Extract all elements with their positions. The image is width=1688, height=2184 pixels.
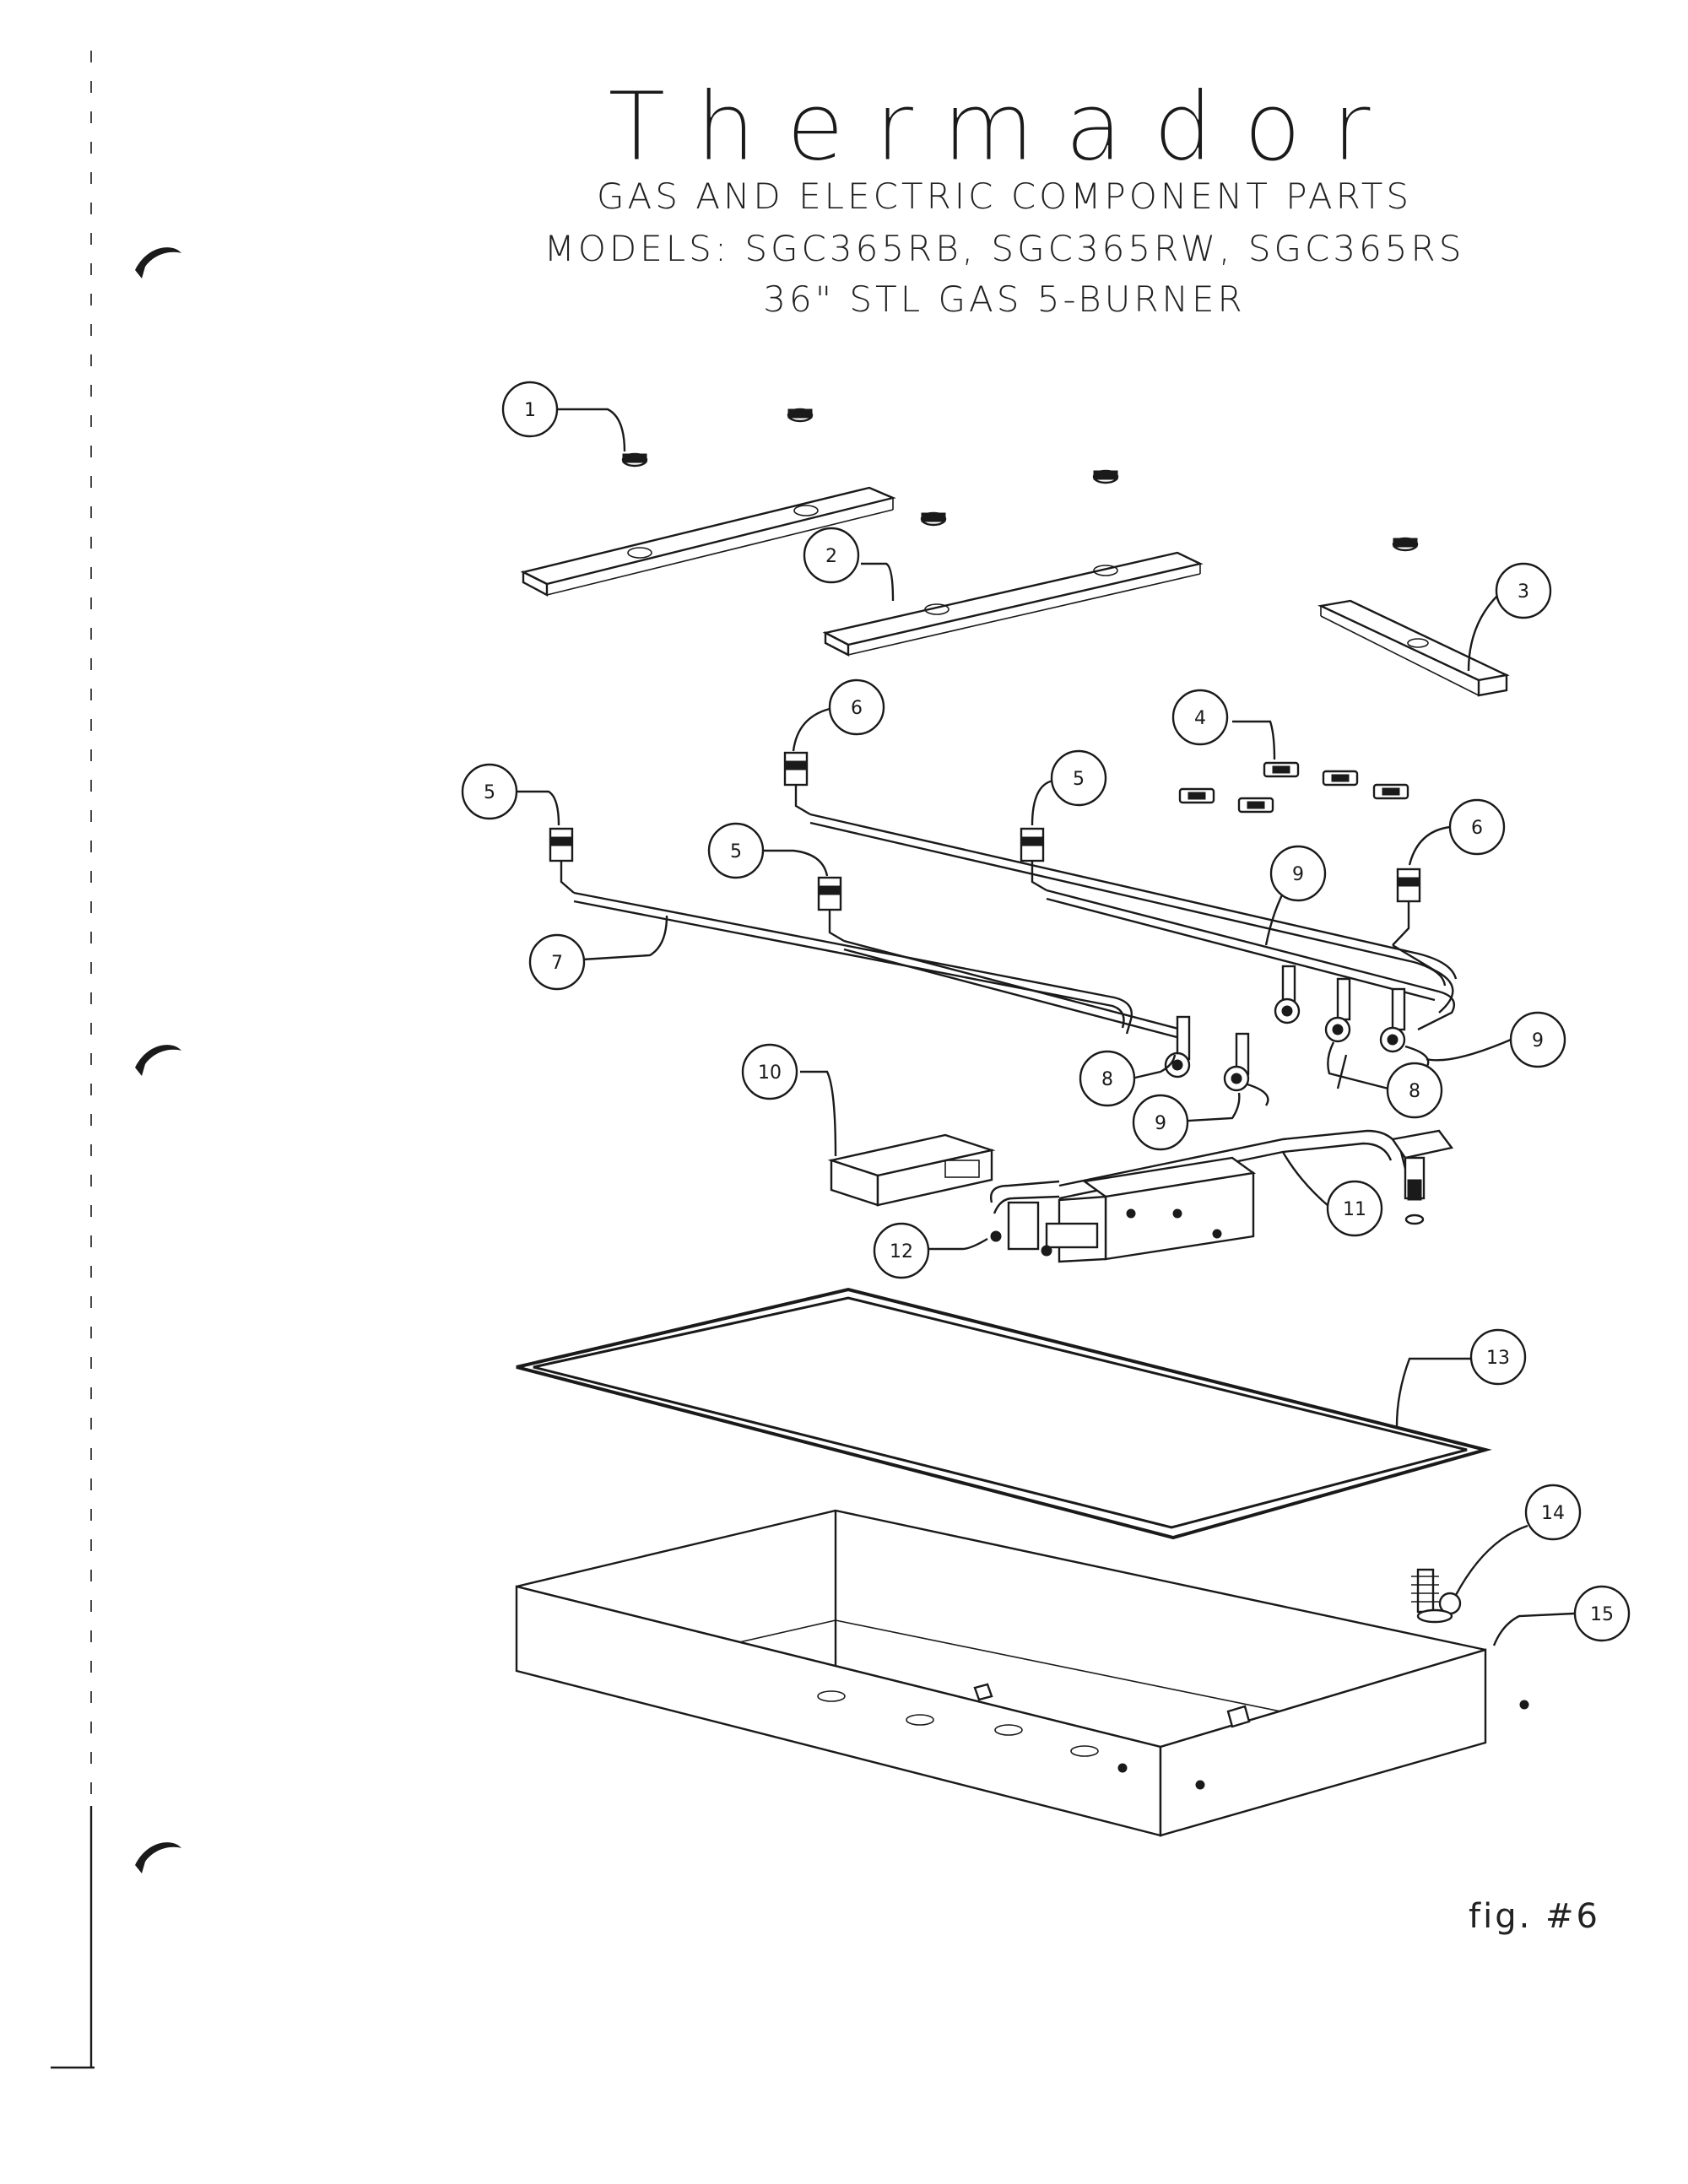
svg-text:6: 6 bbox=[1471, 818, 1483, 839]
title-line-3: 36" STL GAS 5-BURNER bbox=[763, 278, 1246, 320]
callout-14: 14 bbox=[1524, 1484, 1582, 1541]
svg-text:9: 9 bbox=[1292, 864, 1304, 885]
callout-6-right: 6 bbox=[1448, 798, 1506, 856]
callout-7: 7 bbox=[528, 933, 586, 991]
callout-4: 4 bbox=[1171, 689, 1229, 746]
title-line-1: GAS AND ELECTRIC COMPONENT PARTS bbox=[596, 176, 1413, 217]
svg-text:8: 8 bbox=[1409, 1081, 1420, 1102]
callout-leaders bbox=[517, 408, 1575, 1646]
part-bracket-right bbox=[1317, 599, 1510, 697]
svg-text:1: 1 bbox=[524, 400, 536, 421]
callout-6-top: 6 bbox=[828, 678, 885, 736]
callout-9-top: 9 bbox=[1269, 845, 1327, 902]
callout-5-left: 5 bbox=[461, 763, 518, 820]
callout-8-left: 8 bbox=[1079, 1050, 1136, 1107]
binder-hole-3 bbox=[135, 1842, 181, 1873]
callout-9-bottom: 9 bbox=[1132, 1094, 1189, 1151]
svg-text:5: 5 bbox=[730, 841, 742, 862]
svg-text:9: 9 bbox=[1155, 1113, 1166, 1134]
callout-5-center: 5 bbox=[1050, 749, 1107, 807]
svg-text:13: 13 bbox=[1486, 1348, 1510, 1369]
callout-1: 1 bbox=[501, 381, 559, 438]
part-spark-module bbox=[827, 1133, 996, 1207]
figure-label: fig. #6 bbox=[1469, 1897, 1600, 1936]
callout-9-right: 9 bbox=[1509, 1011, 1566, 1068]
part-valves bbox=[1164, 965, 1430, 1106]
part-gasket bbox=[516, 1287, 1492, 1540]
part-orifice-fittings bbox=[549, 751, 1421, 946]
binder-hole-2 bbox=[135, 1045, 181, 1076]
svg-text:7: 7 bbox=[551, 953, 563, 974]
svg-text:12: 12 bbox=[890, 1241, 913, 1262]
callout-2: 2 bbox=[803, 527, 860, 584]
svg-text:15: 15 bbox=[1590, 1604, 1614, 1625]
svg-text:10: 10 bbox=[758, 1062, 782, 1084]
binder-hole-1 bbox=[135, 247, 181, 278]
svg-text:5: 5 bbox=[484, 782, 495, 803]
binder-marks bbox=[51, 51, 181, 2069]
callout-3: 3 bbox=[1495, 562, 1552, 619]
callout-8-right: 8 bbox=[1386, 1062, 1443, 1119]
brand-logo: Thermador bbox=[608, 73, 1401, 183]
part-nuts bbox=[621, 408, 1419, 552]
part-gas-tubes bbox=[573, 813, 1458, 1040]
svg-text:3: 3 bbox=[1518, 581, 1529, 603]
svg-text:6: 6 bbox=[851, 698, 863, 719]
svg-text:8: 8 bbox=[1101, 1069, 1113, 1090]
svg-text:2: 2 bbox=[825, 546, 837, 567]
part-igniter-bracket bbox=[990, 1180, 1099, 1257]
callout-11: 11 bbox=[1326, 1180, 1383, 1237]
part-clips bbox=[1178, 761, 1409, 814]
svg-text:11: 11 bbox=[1343, 1199, 1366, 1220]
title-line-models: MODELS: SGC365RB, SGC365RW, SGC365RS bbox=[544, 228, 1465, 269]
part-igniter-harness bbox=[1058, 1129, 1454, 1263]
part-spring bbox=[1411, 1568, 1462, 1624]
part-burner-box bbox=[515, 1509, 1529, 1837]
callout-15: 15 bbox=[1573, 1585, 1631, 1642]
svg-text:4: 4 bbox=[1194, 708, 1206, 729]
callout-5-middle: 5 bbox=[707, 822, 765, 879]
svg-text:9: 9 bbox=[1532, 1030, 1544, 1051]
callout-12: 12 bbox=[873, 1222, 930, 1279]
callout-10: 10 bbox=[741, 1043, 798, 1100]
callout-13: 13 bbox=[1469, 1328, 1527, 1386]
part-bracket-left bbox=[520, 486, 896, 597]
part-bracket-center bbox=[822, 551, 1204, 657]
svg-text:14: 14 bbox=[1541, 1503, 1565, 1524]
svg-text:5: 5 bbox=[1073, 769, 1085, 790]
